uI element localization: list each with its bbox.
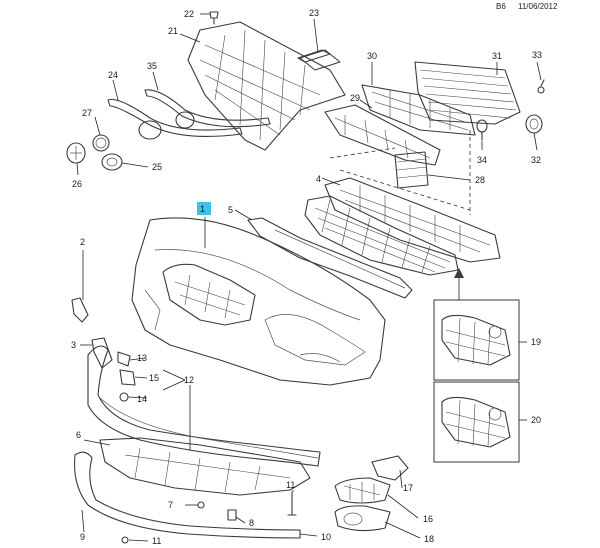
guide-line [339,169,471,211]
clip-8[interactable] [227,509,237,521]
emblem-26[interactable] [66,142,86,164]
callout-30[interactable]: 30 [367,51,377,61]
callout-23[interactable]: 23 [309,8,319,18]
lower-spoiler-12[interactable] [87,345,321,467]
plug-32[interactable] [525,114,543,134]
bracket-2[interactable] [71,250,89,323]
lower-grille-mesh[interactable] [304,195,459,276]
fog-bezel-16[interactable] [334,477,391,504]
detail-box-19[interactable] [433,299,520,381]
emblem-upper[interactable] [175,111,195,129]
callout-35[interactable]: 35 [147,61,157,71]
upper-grille-21[interactable] [187,21,346,151]
callout-32[interactable]: 32 [531,155,541,165]
clip-14[interactable] [119,392,129,402]
callout-11-lower[interactable]: 11 [152,536,161,546]
chrome-bar-24[interactable] [107,98,243,138]
bumper-cover-1[interactable] [131,217,386,386]
callout-7[interactable]: 7 [168,500,173,510]
callout-31[interactable]: 31 [492,51,502,61]
callout-12[interactable]: 12 [184,375,194,385]
callout-4[interactable]: 4 [316,174,321,184]
sensor-25[interactable] [101,153,123,171]
callout-13[interactable]: 13 [137,353,147,363]
screw-7[interactable] [185,501,205,509]
callout-27[interactable]: 27 [82,108,92,118]
detail-box-20[interactable] [433,381,520,463]
callout-21[interactable]: 21 [168,26,178,36]
bracket-3[interactable] [91,337,113,369]
callout-18[interactable]: 18 [424,534,434,544]
callout-labels: 1 2 3 4 5 6 7 8 9 10 11 11 12 13 14 15 1… [71,8,542,546]
callout-28[interactable]: 28 [475,175,485,185]
callout-8[interactable]: 8 [249,518,254,528]
screw-11-upper[interactable] [287,491,297,516]
callout-9[interactable]: 9 [80,532,85,542]
revision-date: 11/06/2012 [518,2,558,11]
callout-24[interactable]: 24 [108,70,118,80]
fog-bezel-17[interactable] [371,455,409,481]
callout-20[interactable]: 20 [531,415,541,425]
callout-22[interactable]: 22 [184,9,194,19]
detail-arrow [454,268,464,300]
lower-trim-9[interactable] [73,451,301,539]
guide-line [329,147,396,159]
callout-34[interactable]: 34 [477,155,487,165]
chrome-bar-35[interactable] [144,89,271,128]
active-shutter-31[interactable] [414,61,521,125]
screw-11-lower[interactable] [121,536,129,544]
callout-6[interactable]: 6 [76,430,81,440]
clip-15[interactable] [119,369,136,386]
grille-bracket-23[interactable] [297,49,331,63]
callout-33[interactable]: 33 [532,50,542,60]
callout-3[interactable]: 3 [71,340,76,350]
deflector-29[interactable] [324,104,441,166]
callout-1[interactable]: 1 [200,204,205,214]
callout-15[interactable]: 15 [149,373,159,383]
clip-13[interactable] [117,351,131,367]
selected-part-highlight[interactable] [197,202,211,215]
deflector-strip-28[interactable] [394,151,429,189]
callout-17[interactable]: 17 [403,483,413,493]
callout-25[interactable]: 25 [152,162,162,172]
callout-29[interactable]: 29 [350,93,360,103]
callout-14[interactable]: 14 [137,394,147,404]
callout-26[interactable]: 26 [72,179,82,189]
callout-11-upper[interactable]: 11 [286,480,295,490]
callout-5[interactable]: 5 [228,205,233,215]
impact-absorber-4[interactable] [324,177,501,263]
screw-33[interactable] [537,79,545,94]
fog-bezel-18[interactable] [334,505,391,532]
air-deflector-30[interactable] [361,84,476,136]
fastener-34[interactable] [476,119,488,141]
emblem-center[interactable] [138,120,162,140]
trim-strip-5[interactable] [247,217,413,299]
leader-lines [76,13,542,542]
emblem-badge-27[interactable] [92,134,110,152]
underbody-shield-6[interactable] [99,437,311,496]
callout-16[interactable]: 16 [423,514,433,524]
callout-10[interactable]: 10 [321,532,331,542]
page-code: B6 [496,2,506,11]
callout-19[interactable]: 19 [531,337,541,347]
callout-2[interactable]: 2 [80,237,85,247]
clip-22[interactable] [209,11,219,25]
